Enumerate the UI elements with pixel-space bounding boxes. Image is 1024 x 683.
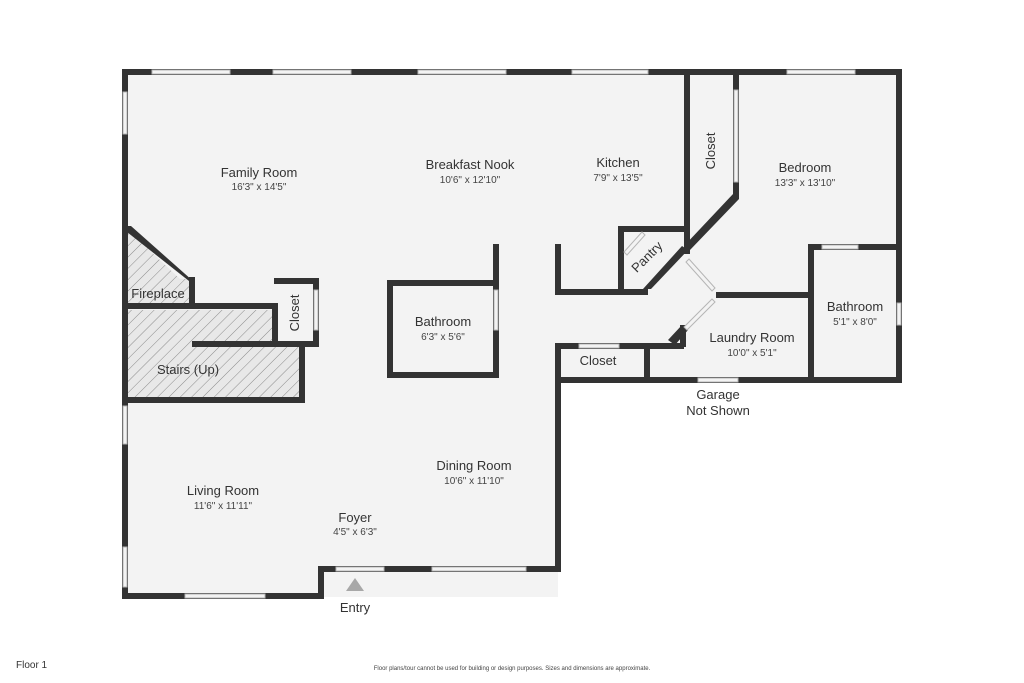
closet-left-label: Closet xyxy=(287,294,302,331)
foyer-name: Foyer xyxy=(338,510,372,525)
garage-label-line2: Not Shown xyxy=(686,403,750,418)
family-room-dims: 16'3" x 14'5" xyxy=(232,182,287,193)
living-room-name: Living Room xyxy=(187,483,259,498)
laundry-room-name: Laundry Room xyxy=(709,330,794,345)
bathroom-center-dims: 6'3" x 5'6" xyxy=(421,332,465,343)
kitchen-dims: 7'9" x 13'5" xyxy=(593,173,643,184)
living-room-dims: 11'6" x 11'11" xyxy=(194,501,253,512)
closet-kitchen-label: Closet xyxy=(703,132,718,169)
laundry-room-dims: 10'0" x 5'1" xyxy=(727,348,777,359)
breakfast-nook-dims: 10'6" x 12'10" xyxy=(440,175,501,186)
dining-room-name: Dining Room xyxy=(436,458,511,473)
fireplace-label: Fireplace xyxy=(131,286,184,301)
bedroom-dims: 13'3" x 13'10" xyxy=(775,178,836,189)
stairs-label: Stairs (Up) xyxy=(157,362,219,377)
stairs-hatch xyxy=(127,310,302,399)
floor-label: Floor 1 xyxy=(16,660,48,671)
family-room-name: Family Room xyxy=(221,165,298,180)
entry-arrow-icon xyxy=(346,578,364,591)
closet-laundry-label: Closet xyxy=(580,353,617,368)
entry-label: Entry xyxy=(340,600,371,615)
kitchen-name: Kitchen xyxy=(596,155,639,170)
windows xyxy=(122,69,902,599)
bathroom-right-dims: 5'1" x 8'0" xyxy=(833,317,877,328)
foyer-dims: 4'5" x 6'3" xyxy=(333,527,377,538)
bathroom-center-name: Bathroom xyxy=(415,314,471,329)
garage-label-line1: Garage xyxy=(696,387,739,402)
bathroom-right-name: Bathroom xyxy=(827,299,883,314)
dining-room-dims: 10'6" x 11'10" xyxy=(444,476,504,487)
fireplace-hatch xyxy=(127,229,192,305)
disclaimer: Floor plans/tour cannot be used for buil… xyxy=(373,666,651,672)
breakfast-nook-name: Breakfast Nook xyxy=(426,157,515,172)
bedroom-name: Bedroom xyxy=(779,160,832,175)
